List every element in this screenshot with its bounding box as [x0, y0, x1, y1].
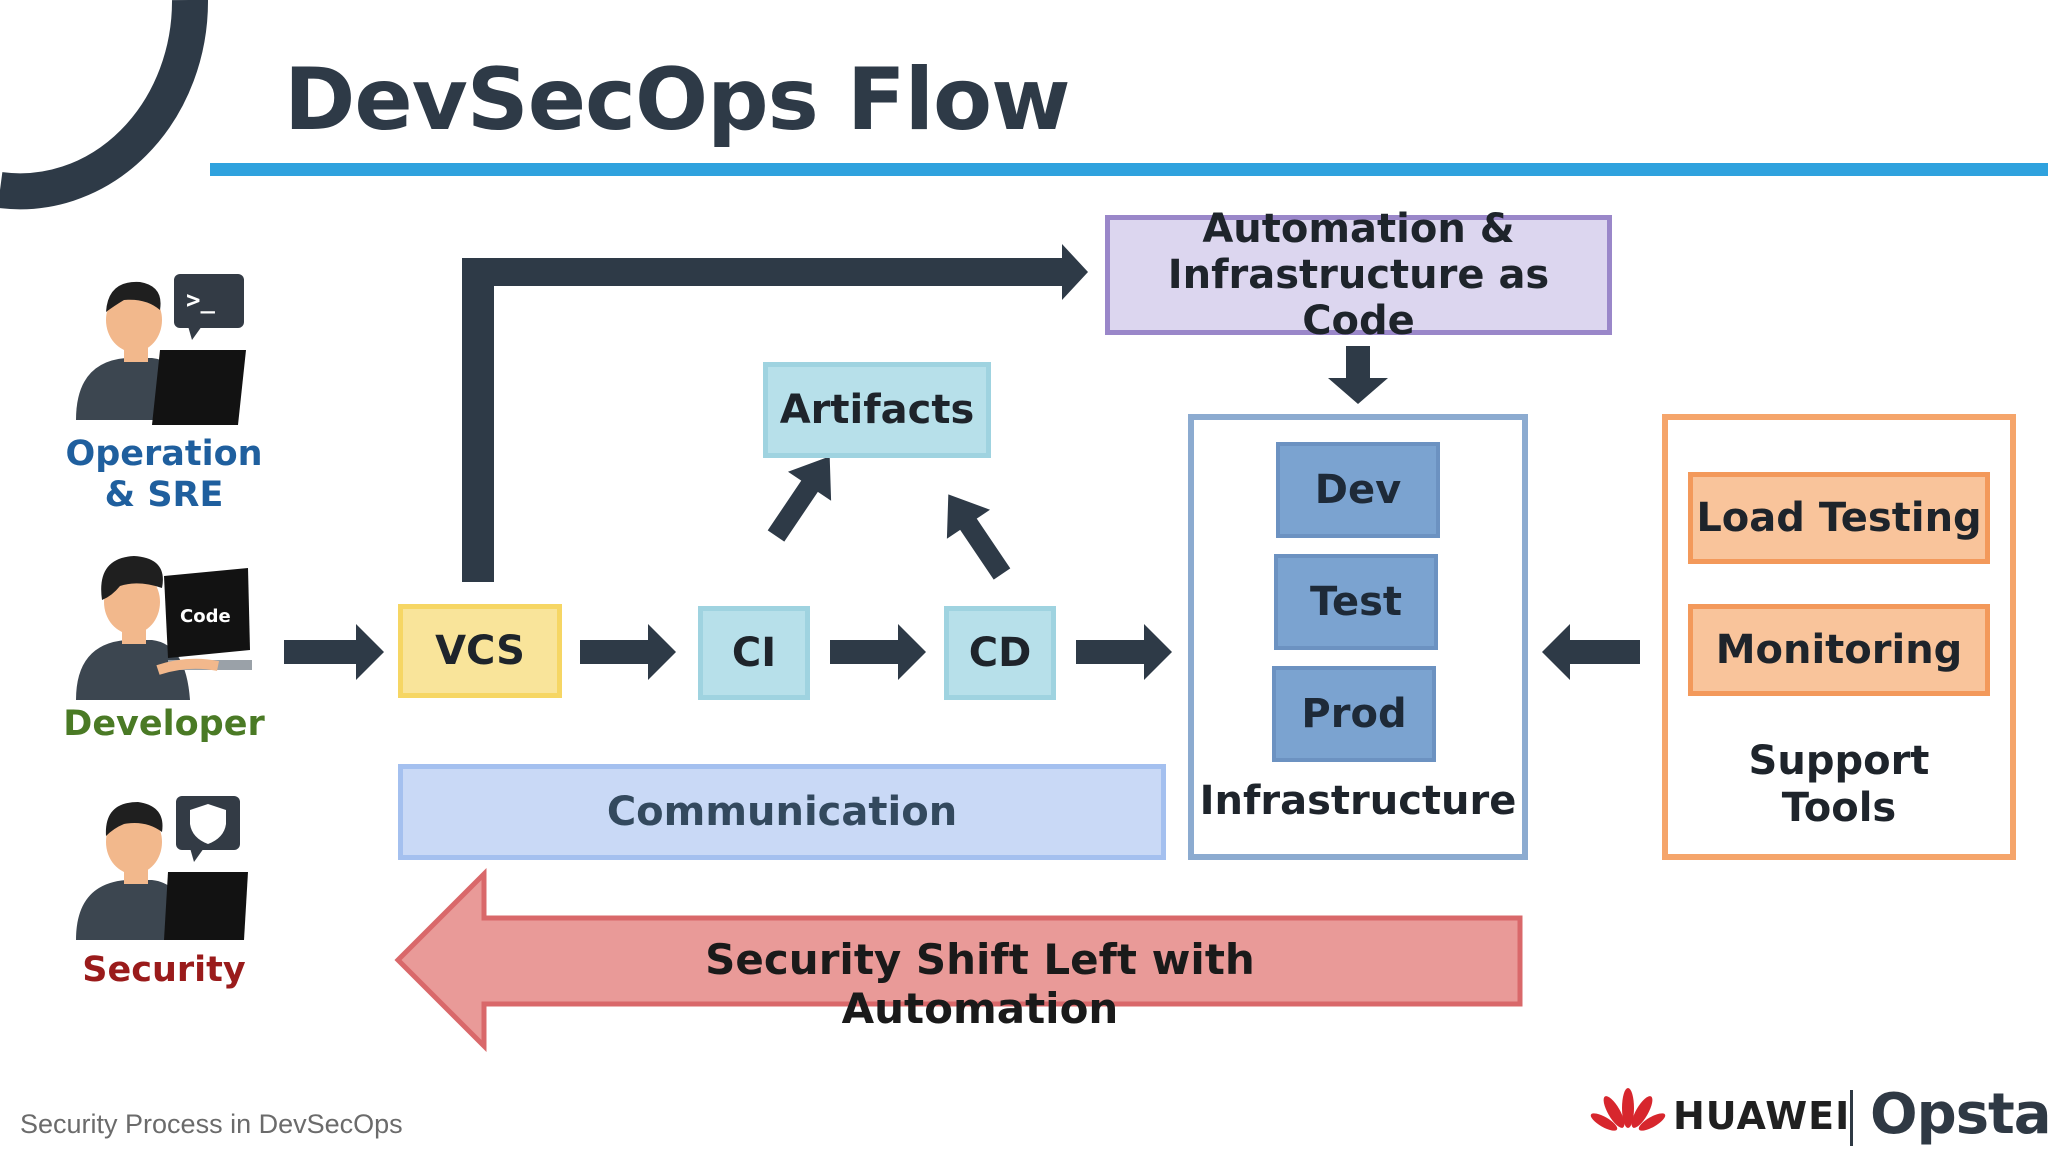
communication-bar: Communication	[398, 764, 1166, 860]
footer-caption: Security Process in DevSecOps	[20, 1109, 403, 1139]
security-person-icon	[76, 796, 248, 940]
arrow-cd-to-artifacts	[946, 494, 1011, 580]
tool-monitoring-box: Monitoring	[1688, 604, 1990, 696]
arrow-automation-to-infrastructure	[1328, 346, 1388, 404]
automation-iac-box: Automation & Infrastructure as Code	[1105, 206, 1612, 344]
huawei-logo-icon	[1590, 1088, 1666, 1131]
arrow-support-to-infrastructure	[1542, 624, 1640, 680]
role-developer-label: Developer	[63, 704, 265, 744]
infrastructure-label: Infrastructure	[1199, 778, 1517, 824]
cd-box: CD	[944, 606, 1056, 700]
arrow-ci-to-cd	[830, 624, 926, 680]
arrow-vcs-to-automation	[462, 244, 1088, 582]
code-badge: Code	[180, 606, 231, 627]
brand-divider	[1850, 1090, 1853, 1146]
arrow-vcs-to-ci	[580, 624, 676, 680]
shield-icon	[190, 804, 226, 844]
title-underline	[210, 163, 2048, 176]
security-shift-left-text: Security Shift Left with Automation	[705, 935, 1255, 1033]
vcs-box: VCS	[398, 604, 562, 698]
arrow-developer-to-vcs	[284, 624, 384, 680]
env-prod-box: Prod	[1272, 666, 1436, 762]
opsta-brand-text: Opsta	[1870, 1082, 2048, 1147]
support-tools-label: Support Tools	[1748, 738, 1930, 832]
page-title: DevSecOps Flow	[284, 50, 1071, 150]
developer-person-icon: Code	[76, 556, 252, 700]
huawei-brand-text: HUAWEI	[1673, 1094, 1851, 1138]
tool-load-testing-box: Load Testing	[1688, 472, 1990, 564]
env-dev-box: Dev	[1276, 442, 1440, 538]
env-test-box: Test	[1274, 554, 1438, 650]
ci-box: CI	[698, 606, 810, 700]
role-operation-label: Operation & SRE	[65, 434, 263, 516]
terminal-prompt: >_	[186, 286, 215, 314]
security-shift-left-arrow	[394, 867, 1523, 1053]
arrow-ci-to-artifacts	[767, 456, 832, 542]
corner-arc-decoration	[0, 0, 209, 210]
arrow-cd-to-infrastructure	[1076, 624, 1172, 680]
artifacts-box: Artifacts	[763, 362, 991, 458]
operation-person-icon: >_	[76, 274, 246, 425]
role-security-label: Security	[82, 950, 246, 990]
